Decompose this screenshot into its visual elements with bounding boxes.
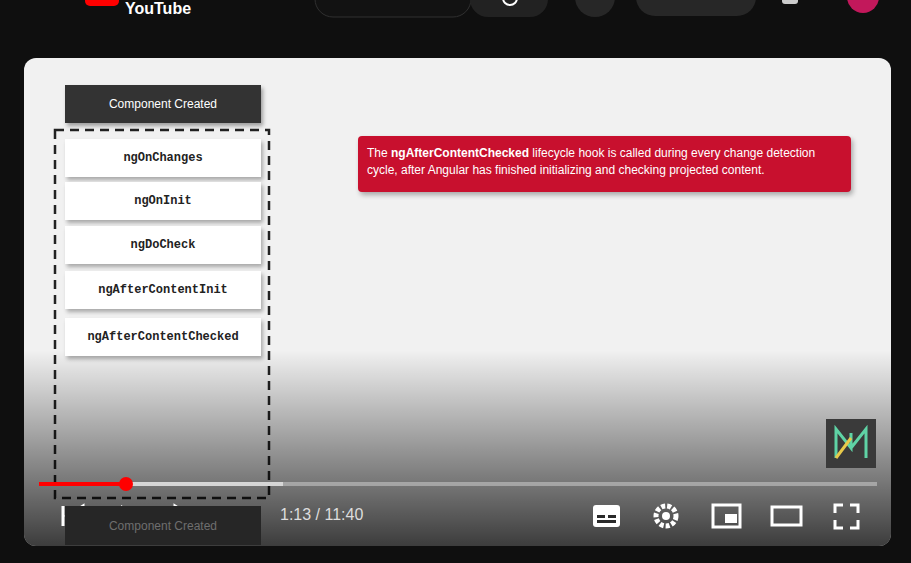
box-label: ngAfterContentInit [98, 283, 228, 297]
miniplayer-icon [713, 505, 740, 527]
settings-icon [656, 506, 676, 526]
box-label: ngDoCheck [131, 238, 196, 252]
miniplayer-icon [725, 514, 737, 523]
search-box [315, 0, 471, 17]
hook-box: ngDoCheck [65, 226, 261, 264]
create-button [636, 0, 756, 16]
box-label: ngOnInit [134, 194, 192, 208]
settings-icon [662, 512, 670, 520]
site-name: YouTube [125, 0, 191, 18]
channel-watermark [826, 419, 876, 468]
box-label: Component Created [109, 97, 217, 111]
progress-played [39, 482, 126, 486]
watermark-mark [836, 429, 866, 458]
bell-icon [782, 0, 798, 4]
watermark-mark [836, 438, 851, 458]
subtitles-icon [597, 520, 616, 523]
progress-handle [119, 477, 133, 491]
avatar [847, 0, 879, 13]
subtitles-icon [597, 515, 605, 518]
callout-note: The ngAfterContentChecked lifecycle hook… [358, 136, 851, 192]
progress-track [39, 482, 877, 486]
progress-buffer [39, 482, 283, 486]
video-frame [24, 58, 891, 546]
subtitles-icon [593, 505, 620, 527]
hook-box: ngAfterContentInit [65, 271, 261, 309]
search-button [470, 0, 548, 17]
youtube-logo [85, 0, 119, 6]
subtitles-icon [608, 515, 616, 518]
hook-box: ngOnChanges [65, 139, 261, 177]
box-label: Component Created [109, 519, 217, 533]
theater-icon [772, 507, 801, 525]
start-box: Component Created [65, 85, 261, 123]
mic-button [575, 0, 615, 17]
control-shade [24, 350, 891, 546]
hook-box: ngAfterContentChecked [65, 318, 261, 356]
search-icon [503, 0, 517, 5]
box-label: ngOnChanges [123, 151, 202, 165]
time-display: 1:13 / 11:40 [280, 506, 363, 524]
hook-box: ngOnInit [65, 182, 261, 220]
fullscreen-icon [835, 505, 858, 528]
callout-text: The ngAfterContentChecked lifecycle hook… [367, 145, 842, 179]
start-box: Component Created [65, 506, 261, 545]
box-label: ngAfterContentChecked [87, 330, 238, 344]
